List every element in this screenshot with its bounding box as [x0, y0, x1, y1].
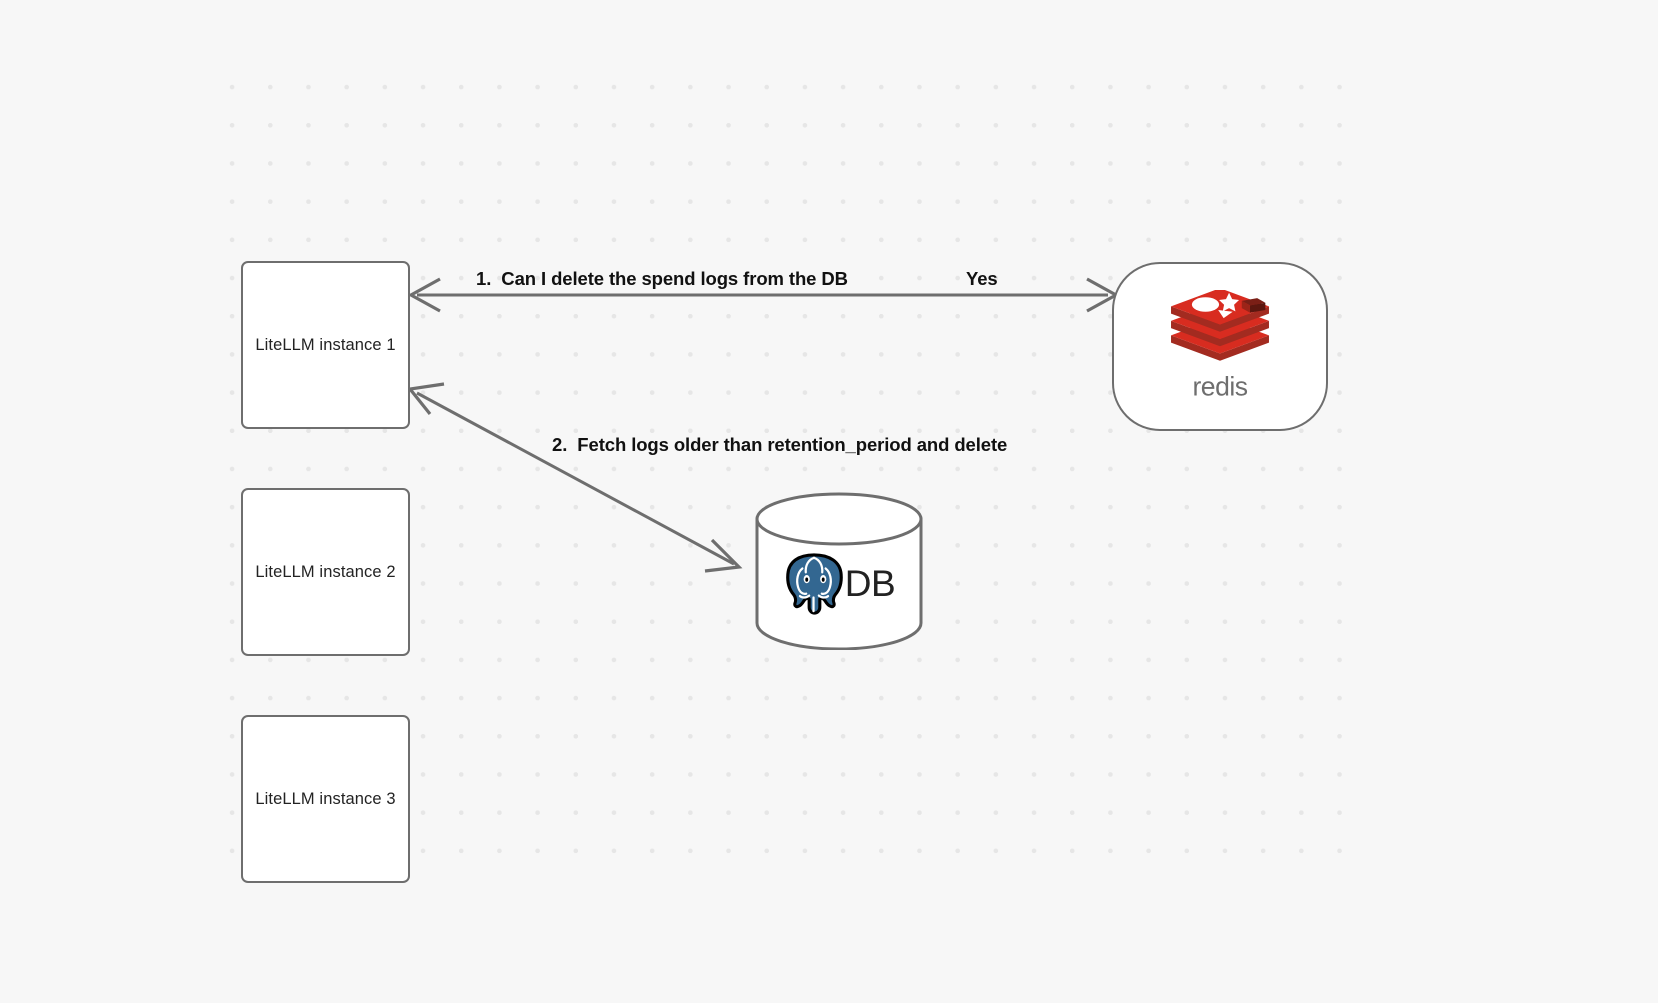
- postgresql-elephant-icon: [785, 553, 843, 615]
- node-label: LiteLLM instance 2: [255, 562, 396, 581]
- edge-label-1-reply: Yes: [966, 268, 998, 289]
- node-litellm-instance-2[interactable]: LiteLLM instance 2: [241, 488, 410, 656]
- redis-wordmark-text: redis: [1192, 371, 1248, 401]
- redis-logo-icon: [1171, 289, 1269, 361]
- node-litellm-instance-1[interactable]: LiteLLM instance 1: [241, 261, 410, 429]
- edge-label-1: 1. Can I delete the spend logs from the …: [476, 268, 848, 289]
- node-label: LiteLLM instance 1: [255, 335, 396, 354]
- db-label: DB: [844, 562, 896, 604]
- node-database[interactable]: DB: [754, 492, 924, 650]
- node-redis[interactable]: redis: [1112, 262, 1328, 431]
- db-logo-and-label: DB: [754, 542, 924, 624]
- node-label: LiteLLM instance 3: [255, 789, 396, 808]
- node-litellm-instance-3[interactable]: LiteLLM instance 3: [241, 715, 410, 883]
- edge-label-2: 2. Fetch logs older than retention_perio…: [552, 434, 1008, 455]
- svg-text:redis: redis: [1192, 371, 1247, 401]
